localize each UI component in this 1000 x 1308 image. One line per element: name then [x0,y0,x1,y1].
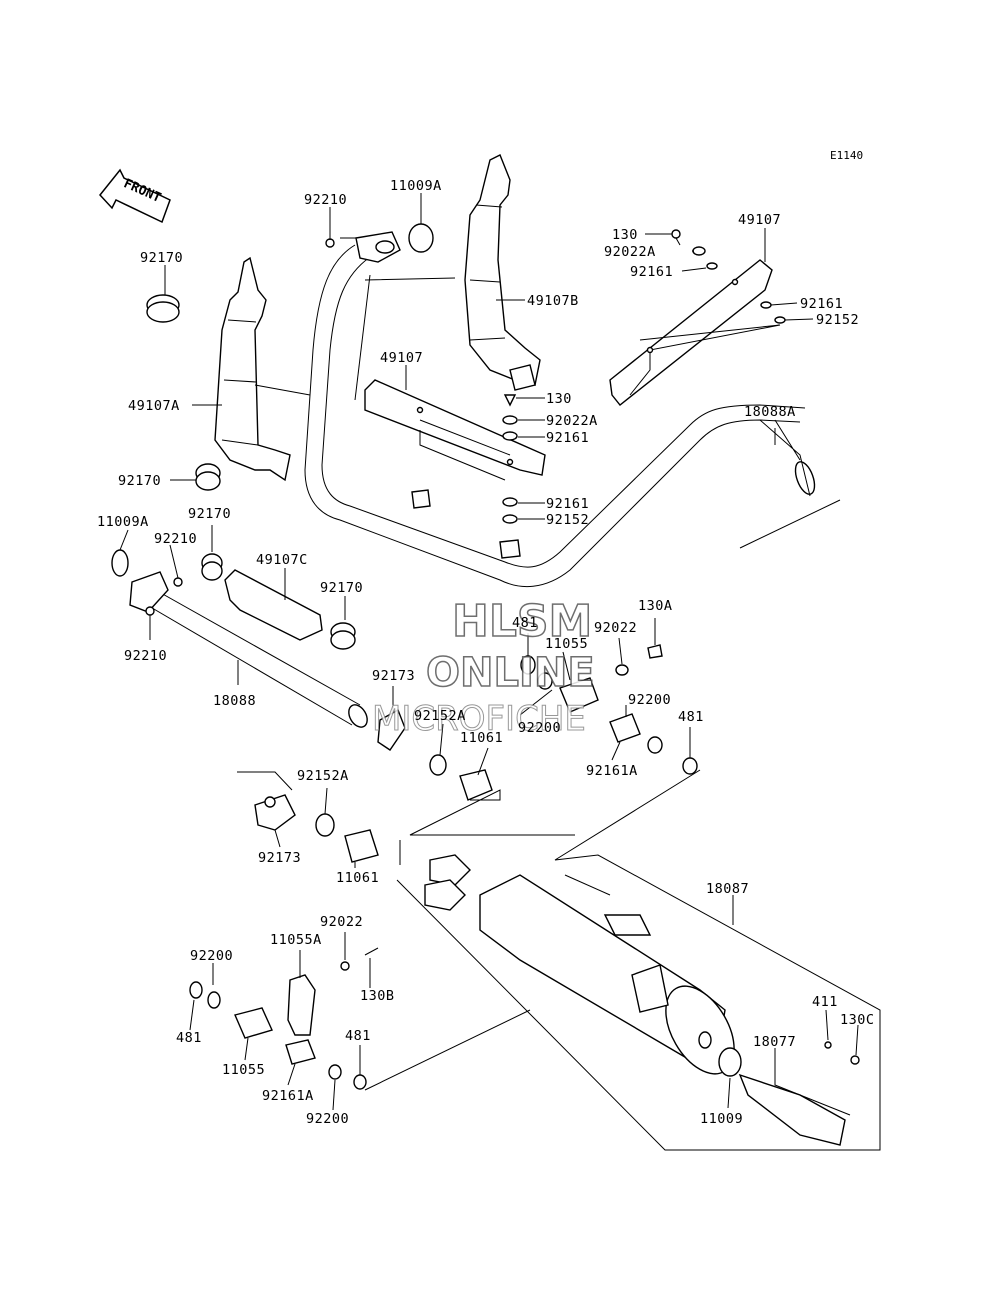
part-label: 92022A [604,244,656,260]
sleeve-11061-upper [459,769,493,801]
part-label: 92210 [304,192,347,208]
clamp-92170-left [195,463,221,491]
gasket-11009a-left [111,549,129,577]
gasket-11009a-top [408,223,434,253]
part-label: 92161A [586,763,638,779]
part-labels: 92170 92210 11009A 49107B 49107A 92170 4… [97,178,875,1127]
part-label: 481 [678,709,704,725]
part-label: 92161 [630,264,673,280]
part-label: 92152 [546,512,589,528]
part-label: 92022 [320,914,363,930]
part-label: 92173 [372,668,415,684]
part-label: 92210 [154,531,197,547]
part-label: 92152A [414,708,466,724]
part-label: 92173 [258,850,301,866]
hardware-center-column [502,394,518,524]
part-label: 11055 [545,636,588,652]
part-label: 11009A [390,178,442,194]
exhaust-pipe-front [304,231,816,588]
gasket-92152a-lower [315,813,335,837]
heat-guard-49107-middle [364,379,546,559]
end-cap-18077 [738,1041,860,1146]
part-label: 18087 [706,881,749,897]
diagram-ref-code: E1140 [830,149,863,162]
part-label: 18088A [744,404,796,420]
part-label: 49107C [256,552,308,568]
part-label: 18077 [753,1034,796,1050]
part-label: 481 [512,615,538,631]
part-label: 92210 [124,648,167,664]
front-arrow-icon: FRONT [99,168,171,224]
exhaust-pipe-18088 [111,549,368,728]
part-label: 11009A [97,514,149,530]
part-label: 92152A [297,768,349,784]
gasket-92152a-upper [429,754,447,776]
part-label: 18088 [213,693,256,709]
part-label: 130C [840,1012,875,1028]
part-label: 92161A [262,1088,314,1104]
sleeve-11061-lower [344,829,379,863]
part-label: 92200 [518,720,561,736]
clamp-92173-lower [254,794,296,831]
watermark-line1: HLSM [452,596,592,647]
part-label: 92152 [816,312,859,328]
part-label: 92170 [188,506,231,522]
part-label: 130A [638,598,673,614]
part-label: 11009 [700,1111,743,1127]
part-label: 92170 [118,473,161,489]
part-label: 49107A [128,398,180,414]
heat-guard-49107-right [609,259,781,406]
heat-guard-49107c [201,553,356,650]
part-label: 130B [360,988,395,1004]
hardware-right-cluster [520,644,698,775]
part-label: 92170 [320,580,363,596]
part-label: 92022A [546,413,598,429]
part-label: 92022 [594,620,637,636]
part-label: 92161 [546,496,589,512]
part-label: 11055A [270,932,322,948]
part-label: 92200 [190,948,233,964]
part-label: 481 [176,1030,202,1046]
clamp-92170-top [146,294,180,323]
part-label: 49107B [527,293,579,309]
part-label: 481 [345,1028,371,1044]
watermark-line3: MICROFICHE [372,699,586,739]
watermark: HLSM ONLINE MICROFICHE [372,595,596,739]
gasket-11009 [718,1047,742,1077]
part-label: 11061 [460,730,503,746]
watermark-line2: ONLINE [426,650,595,696]
part-label: 411 [812,994,838,1010]
nut-92210-top [325,238,335,248]
part-label: 11061 [336,870,379,886]
part-label: 49107 [738,212,781,228]
hardware-lower-left [189,947,379,1090]
part-label: 92200 [306,1111,349,1127]
clamp-92173-upper [377,708,406,751]
part-label: 92161 [800,296,843,312]
heat-guard-49107b [464,154,541,391]
part-label: 92200 [628,692,671,708]
part-label: 92161 [546,430,589,446]
part-label: 92170 [140,250,183,266]
part-label: 130 [546,391,572,407]
part-label: 130 [612,227,638,243]
muffler-18087 [424,854,735,1075]
leader-lines [119,193,881,1151]
heat-guard-49107a [214,256,291,482]
part-label: 49107 [380,350,423,366]
part-label: 11055 [222,1062,265,1078]
